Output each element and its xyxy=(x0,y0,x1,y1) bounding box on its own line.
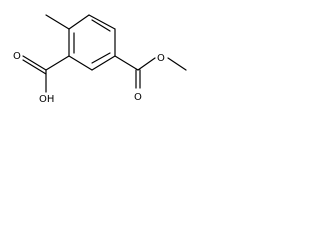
ester-ether-bond xyxy=(137,57,156,71)
carboxylic-acid-group: O OH xyxy=(13,51,70,105)
acid-hydroxyl-label: OH xyxy=(39,94,54,105)
ester-methyl-bond xyxy=(167,57,187,71)
acid-carbonyl-bond-inner xyxy=(22,59,47,75)
ring-bond-bottom-left xyxy=(68,55,93,71)
acid-carbonyl-oxygen-label: O xyxy=(13,51,21,62)
ring-inner-double-bond-3 xyxy=(91,52,111,64)
methyl-bond xyxy=(45,14,70,30)
benzene-ring xyxy=(68,14,116,71)
ester-carbonyl-oxygen-label: O xyxy=(134,92,142,103)
ring-inner-double-bond-1 xyxy=(91,19,111,32)
methyl-ester-group: O O xyxy=(114,53,187,103)
ring-bond-top-right xyxy=(88,14,116,30)
acid-carbonyl-bond-outer xyxy=(22,55,47,71)
ring-bond-bottom-right xyxy=(91,55,116,71)
acid-ring-bond xyxy=(45,55,70,71)
molecule-structure-diagram: O OH O O xyxy=(13,14,187,105)
ring-bond-top xyxy=(68,14,90,30)
ester-ring-bond xyxy=(114,55,139,71)
ester-ether-oxygen-label: O xyxy=(157,53,165,64)
